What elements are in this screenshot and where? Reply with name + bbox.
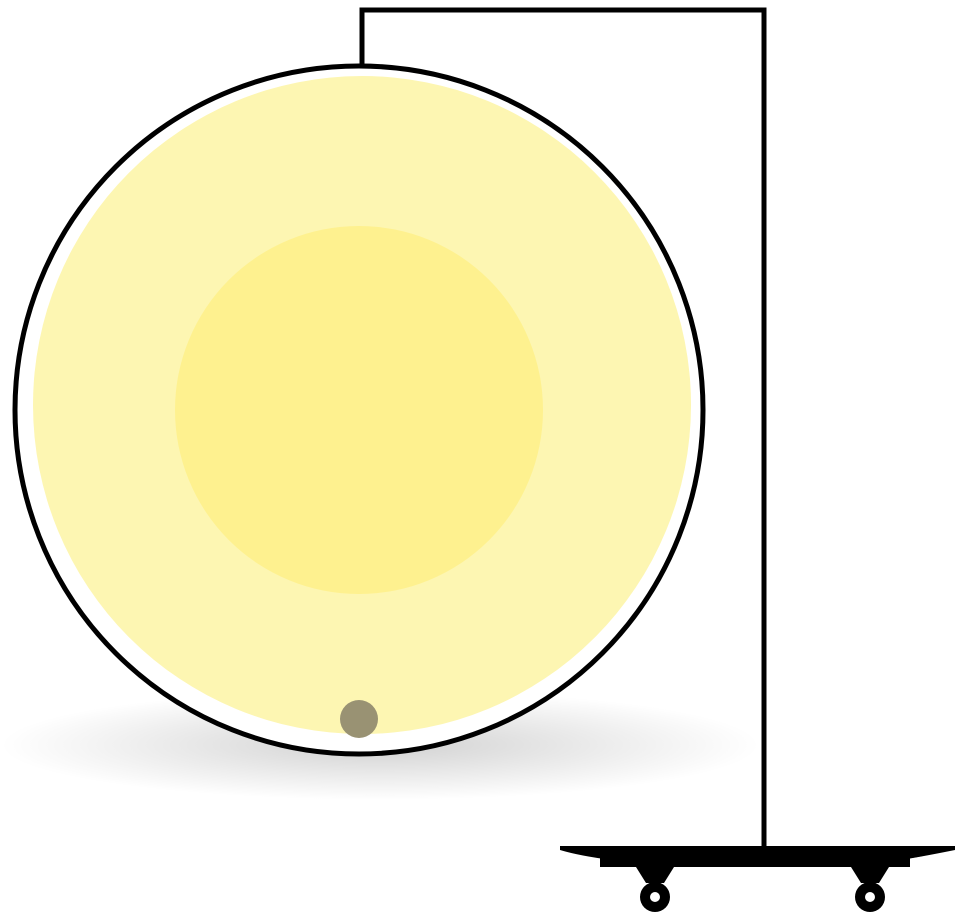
wheel-left-icon (636, 867, 674, 912)
skateboard-base-icon (560, 846, 955, 912)
knob-icon[interactable] (340, 700, 378, 738)
base-deck-bar (600, 858, 910, 867)
wheel-right-icon (851, 867, 889, 912)
round-lamp-icon (15, 66, 703, 754)
disc-inner-glow (175, 226, 543, 594)
